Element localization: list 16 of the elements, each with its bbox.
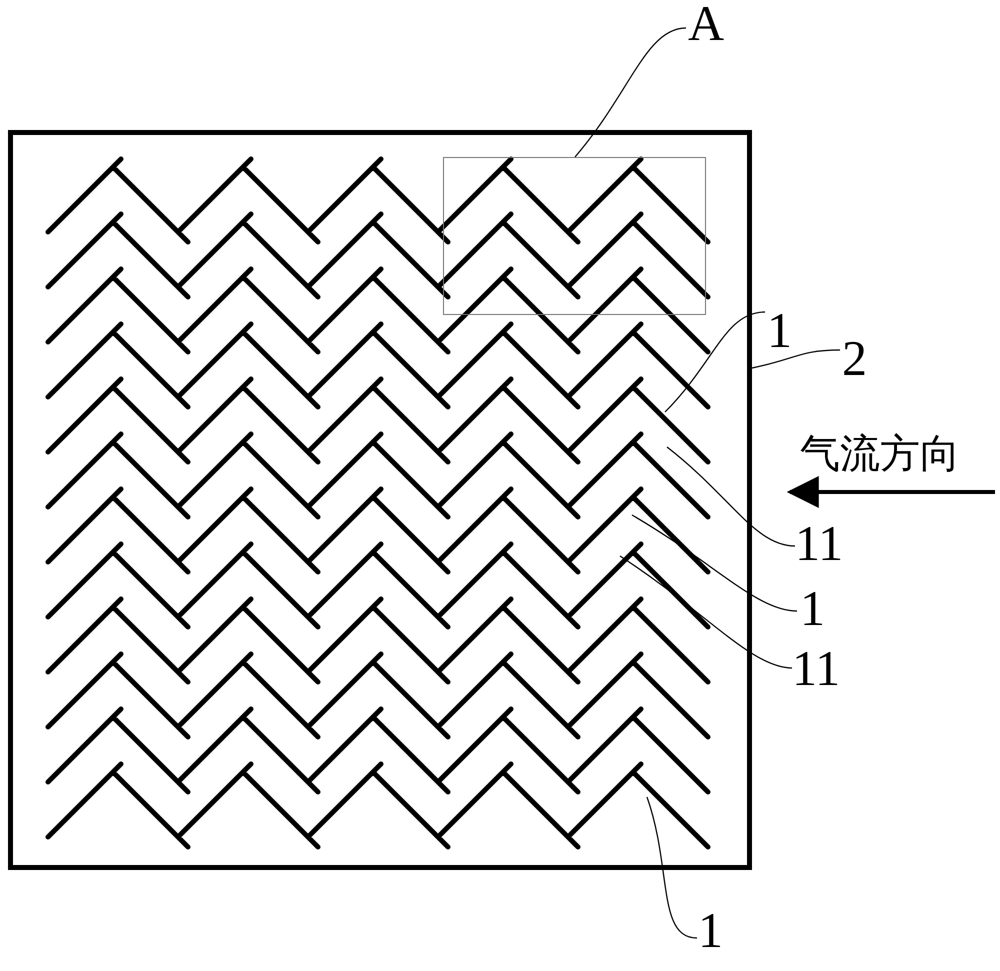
callout-number: 1 [698,905,723,955]
callout-number: 2 [842,333,867,383]
leader-line [632,514,798,612]
airflow-direction-text: 气流方向 [800,432,960,476]
leader-line [646,796,698,939]
leader-line [620,556,792,669]
callout-number: 1 [800,583,825,633]
callout-number: 11 [795,518,844,568]
detail-box [443,157,706,315]
frame-outline [8,130,752,870]
callout-number: 1 [767,305,792,355]
leader-line [666,446,796,547]
leader-line [574,27,686,158]
callout-number: A [688,0,724,48]
callout-number: 11 [792,643,840,693]
leader-line [752,349,840,369]
